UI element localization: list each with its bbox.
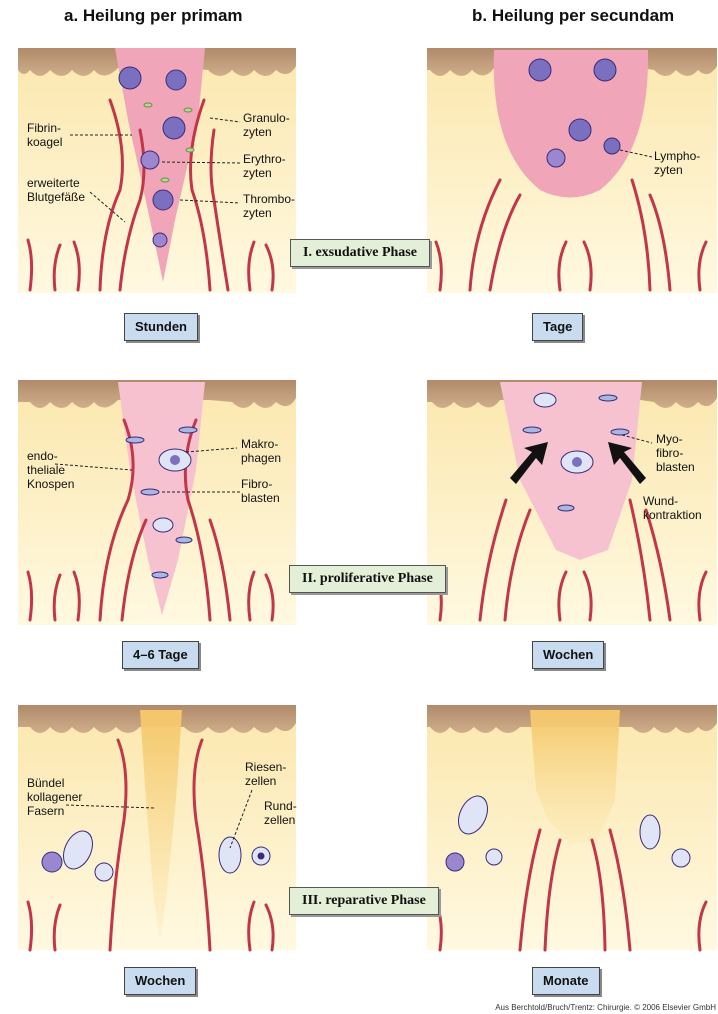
label-rundzellen: Rund- zellen	[264, 799, 297, 827]
label-endotheliale-knospen: endo- theliale Knospen	[27, 449, 74, 491]
phase-label-1: I. exsudative Phase	[290, 239, 430, 267]
time-label-monate: Monate	[532, 967, 600, 995]
label-buendel-kollagener-fasern: Bündel kollagener Fasern	[27, 776, 82, 818]
time-label-wochen-2: Wochen	[532, 641, 604, 669]
time-label-4-6-tage: 4–6 Tage	[122, 641, 199, 669]
label-wundkontraktion: Wund- kontraktion	[643, 494, 702, 522]
title-secundam: b. Heilung per secundam	[472, 6, 674, 26]
time-label-stunden: Stunden	[124, 313, 198, 341]
label-thrombozyten: Thrombo- zyten	[243, 192, 295, 220]
image-credit: Aus Berchtold/Bruch/Trentz: Chirurgie. ©…	[495, 1003, 716, 1012]
panel-secundam-reparative	[427, 705, 717, 950]
label-erythrozyten: Erythro- zyten	[243, 152, 286, 180]
title-primam: a. Heilung per primam	[64, 6, 243, 26]
phase-label-2: II. proliferative Phase	[289, 565, 446, 593]
time-label-wochen-3: Wochen	[124, 967, 196, 995]
label-blutgefaesse: erweiterte Blutgefäße	[27, 176, 85, 204]
label-fibroblasten: Fibro- blasten	[241, 477, 280, 505]
label-fibrinkoagel: Fibrin- koagel	[27, 121, 62, 149]
time-label-tage: Tage	[532, 313, 583, 341]
label-makrophagen: Makro- phagen	[241, 437, 281, 465]
label-lymphozyten: Lympho- zyten	[654, 149, 700, 177]
label-riesenzellen: Riesen- zellen	[245, 760, 286, 788]
label-myofibroblasten: Myo- fibro- blasten	[656, 432, 695, 474]
label-granulozyten: Granulo- zyten	[243, 111, 290, 139]
phase-label-3: III. reparative Phase	[289, 887, 439, 915]
panel-primam-reparative	[18, 705, 296, 950]
